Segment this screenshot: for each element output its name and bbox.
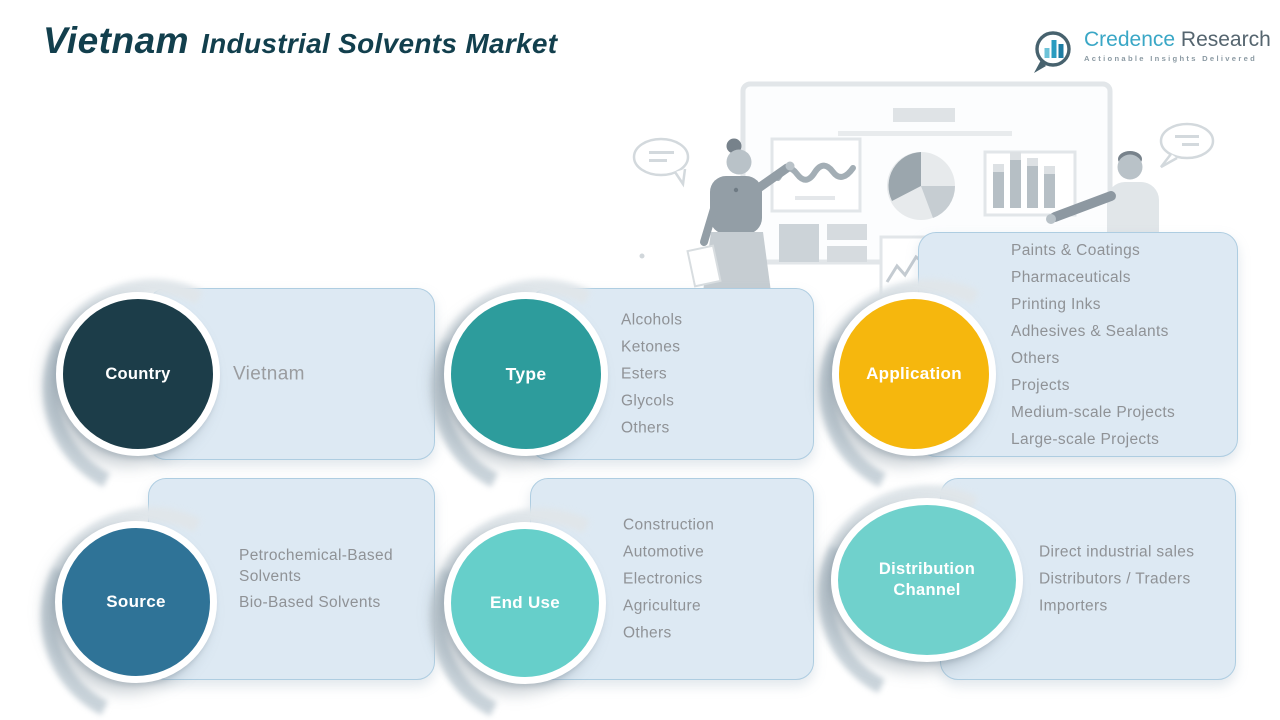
list-item: Large-scale Projects — [1011, 430, 1160, 448]
list-item: Ketones — [621, 338, 681, 356]
distribution-channel-label: Distribution Channel — [878, 559, 976, 599]
list-item: Medium-scale Projects — [1011, 403, 1176, 421]
country-bubble: Country — [56, 292, 220, 456]
list-item: Projects — [1011, 376, 1070, 394]
list-item: Adhesives & Sealants — [1011, 322, 1169, 340]
source-label: Source — [106, 592, 166, 611]
list-item: Bio-Based Solvents — [239, 594, 381, 611]
list-item: Others — [621, 419, 670, 437]
list-item: Paints & Coatings — [1011, 241, 1141, 259]
list-item: Vietnam — [233, 363, 305, 385]
list-item: Esters — [621, 365, 668, 383]
list-item: Automotive — [623, 543, 705, 561]
country-items: Vietnam — [233, 361, 305, 388]
logo-tagline: Actionable Insights Delivered — [1084, 54, 1258, 63]
application-label: Application — [866, 364, 962, 383]
logo-text: Credence Research Actionable Insights De… — [1084, 28, 1271, 63]
list-item: Construction — [623, 516, 715, 534]
speech-bubble-right-icon — [1159, 122, 1215, 169]
credence-research-logo: Credence Research Actionable Insights De… — [1030, 28, 1271, 76]
speech-bubble-left-icon — [632, 137, 690, 259]
title-rest: Industrial Solvents Market — [201, 28, 558, 59]
page-title: Vietnam Industrial Solvents Market — [43, 20, 557, 62]
logo-brand-line: Credence Research — [1084, 28, 1271, 52]
presentation-illustration — [632, 81, 1215, 300]
source-bubble: Source — [55, 521, 217, 683]
type-bubble: Type — [444, 292, 608, 456]
logo-bar-chart-icon — [1034, 31, 1071, 73]
list-item: Direct industrial sales — [1039, 543, 1195, 561]
list-item: Printing Inks — [1011, 295, 1101, 313]
list-item: Alcohols — [621, 311, 683, 329]
list-item: Importers — [1039, 597, 1108, 615]
title-highlight: Vietnam — [43, 20, 190, 61]
list-item: Glycols — [621, 392, 675, 410]
type-label: Type — [505, 363, 547, 384]
bar-chart-icon — [983, 150, 1077, 217]
note-cards-icon — [779, 224, 867, 262]
list-item: Electronics — [623, 570, 703, 588]
presenter-left — [686, 138, 795, 292]
list-item: Petrochemical-Based Solvents — [239, 547, 393, 585]
list-item: Others — [623, 624, 672, 642]
list-item: Others — [1011, 349, 1060, 367]
list-item: Distributors / Traders — [1039, 570, 1191, 588]
logo-brand: Credence — [1084, 28, 1176, 51]
logo-brand2: Research — [1180, 28, 1271, 51]
country-label: Country — [105, 364, 171, 383]
end-use-label: End Use — [489, 593, 561, 612]
list-item: Pharmaceuticals — [1011, 268, 1131, 286]
line-chart-icon — [770, 137, 862, 213]
list-item: Agriculture — [623, 597, 701, 615]
application-bubble: Application — [832, 292, 996, 456]
pie-chart-icon — [887, 152, 956, 220]
end-use-bubble: End Use — [444, 522, 606, 684]
distribution-channel-bubble: Distribution Channel — [831, 498, 1023, 662]
